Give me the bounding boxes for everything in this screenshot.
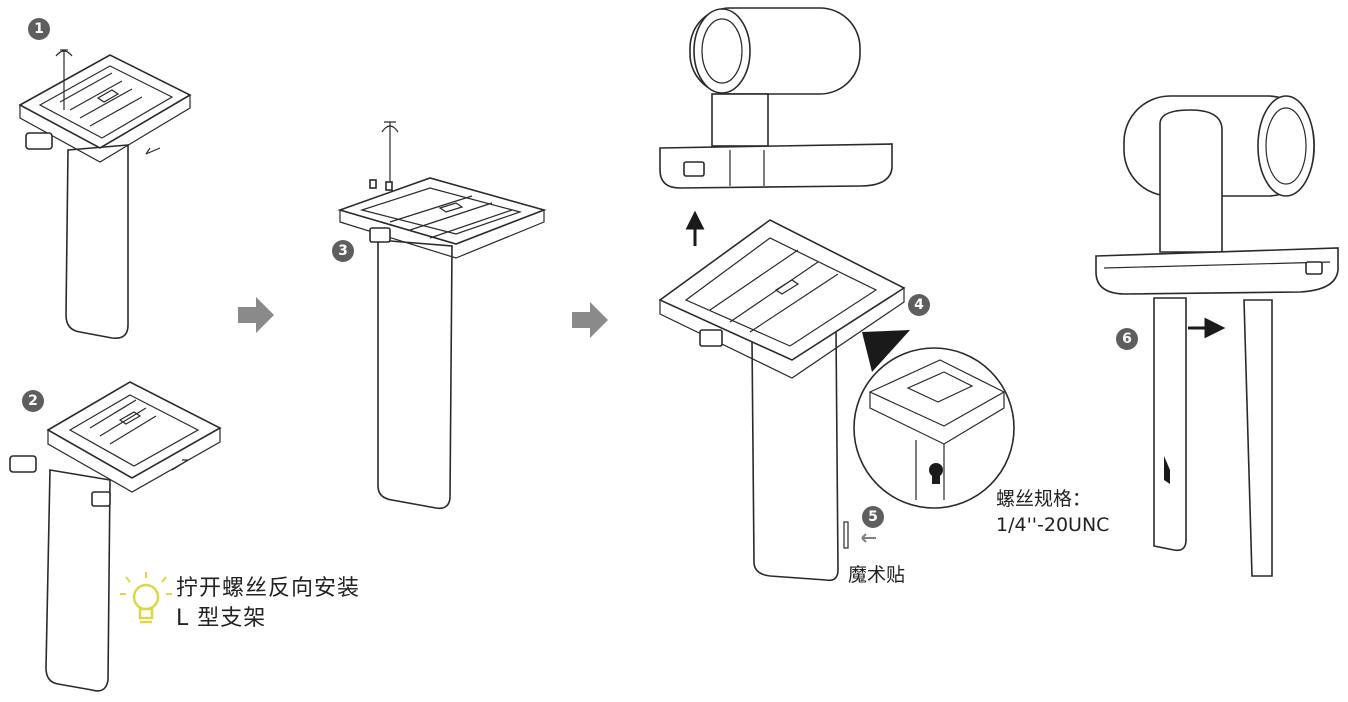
step3-bracket-illustration [337, 121, 547, 510]
step2-bracket-illustration [9, 381, 222, 692]
step-badge-6: 6 [1116, 328, 1138, 350]
step-badge-5: 5 [862, 506, 884, 528]
step1-bracket-illustration [18, 49, 192, 340]
screw-spec-title: 螺丝规格： [996, 488, 1092, 510]
tip-text: 拧开螺丝反向安装 L 型支架 [176, 574, 360, 634]
velcro-arrow [861, 533, 876, 543]
step4-camera-illustration [659, 7, 893, 189]
lightbulb-icon [120, 572, 172, 624]
step-badge-2: 2 [22, 390, 44, 412]
tip-line-1: 拧开螺丝反向安装 [176, 576, 361, 601]
slide-arrow [1188, 317, 1226, 339]
step-badge-4: 4 [908, 294, 930, 316]
step6-camera-illustration [1095, 95, 1339, 577]
velcro-label: 魔术贴 [848, 564, 906, 586]
step-badge-3: 3 [332, 240, 354, 262]
flow-arrow-1 [238, 297, 274, 333]
lift-arrow [685, 210, 705, 246]
step-badge-1: 1 [28, 18, 50, 40]
flow-arrow-2 [572, 302, 608, 338]
tip-line-2: L 型支架 [176, 606, 267, 631]
step4-bracket-illustration [658, 219, 906, 582]
screw-detail-zoom [853, 330, 1015, 509]
screw-spec-value: 1/4''-20UNC [996, 514, 1110, 536]
screw-spec: 螺丝规格： 1/4''-20UNC [996, 486, 1109, 538]
